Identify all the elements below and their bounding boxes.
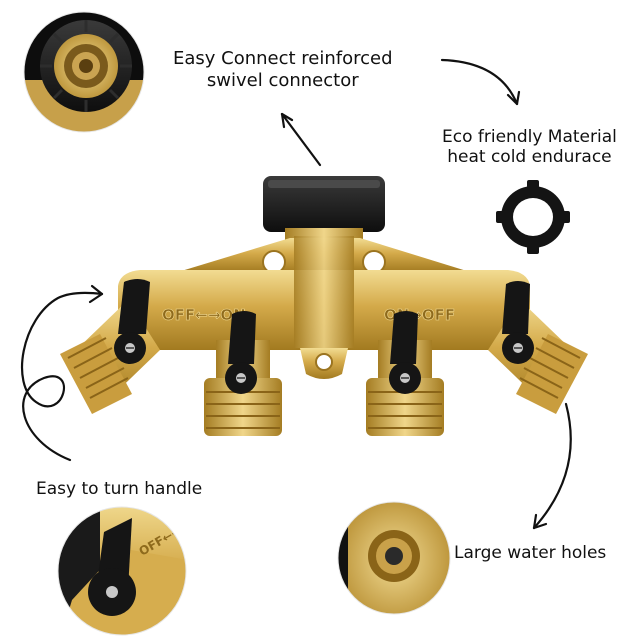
callout-connector-line2: swivel connector — [206, 69, 359, 91]
valve-handle-3 — [389, 311, 421, 394]
valve-handle-2 — [225, 311, 257, 394]
valve-handle-4 — [502, 281, 534, 364]
callout-eco: Eco friendly Material heat cold endurace — [442, 127, 617, 168]
water-hole-inset — [338, 502, 450, 614]
eco-arrow — [440, 58, 521, 106]
outlet-left-inner — [204, 340, 282, 436]
holes-arrow — [532, 402, 572, 530]
connector-arrow — [280, 112, 322, 167]
callout-eco-line2: heat cold endurace — [447, 147, 612, 168]
callout-connector-line1: Easy Connect reinforced — [173, 48, 393, 69]
valve-handle-1 — [114, 279, 150, 364]
callout-eco-line1: Eco friendly Material — [442, 127, 617, 147]
off-on-label-left: OFF←→ON — [162, 306, 246, 324]
hose-splitter-product: OFF←→ON ON→OFF — [60, 176, 588, 436]
handle-arrow — [21, 284, 104, 462]
swivel-connector-inset — [24, 12, 144, 132]
callout-holes: Large water holes — [454, 543, 607, 563]
callout-handle: Easy to turn handle — [36, 479, 203, 499]
callout-connector: Easy Connect reinforced swivel connector — [173, 48, 393, 91]
rubber-washer — [496, 180, 570, 254]
handle-inset: OFF←→ — [58, 507, 186, 635]
